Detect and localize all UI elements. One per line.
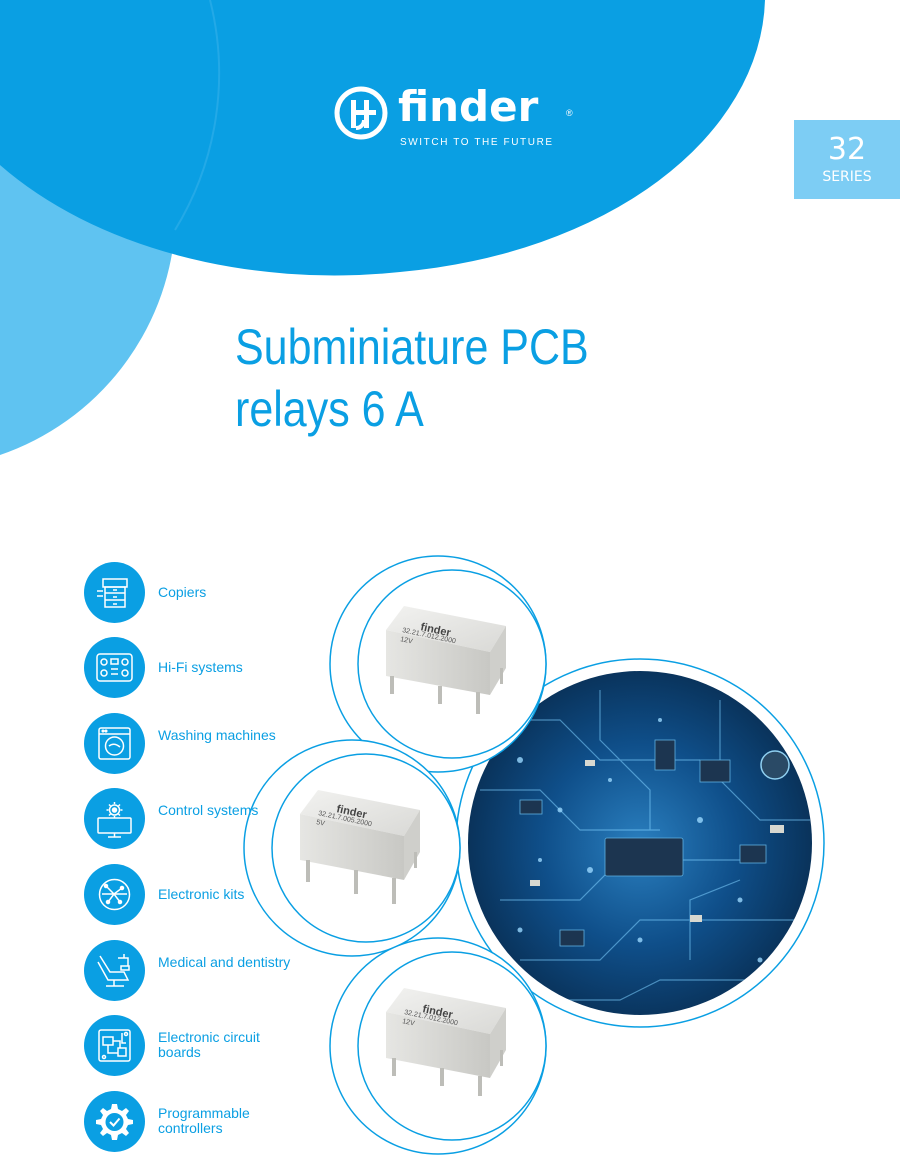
application-circuit-boards: Electronic circuit boards [84, 1015, 344, 1077]
series-label: SERIES [822, 169, 872, 185]
registered-mark: ® [566, 108, 573, 118]
application-label: Electronic kits [158, 886, 245, 902]
relay-top-voltage: 12V [400, 636, 414, 646]
programmable-controller-icon [84, 1091, 145, 1152]
application-copiers: Copiers [84, 562, 344, 624]
relay-bottom: finder 32.21.7.012.2000 12V [386, 988, 506, 1096]
control-system-icon [84, 788, 145, 849]
series-badge: 32 SERIES [794, 120, 900, 199]
relay-bottom-voltage: 12V [402, 1018, 416, 1028]
dental-chair-icon [84, 940, 145, 1001]
application-label: Washing machines [158, 727, 276, 743]
page-title: Subminiature PCB relays 6 A [235, 316, 717, 440]
application-label: Programmable controllers [158, 1105, 250, 1136]
application-hifi: Hi-Fi systems [84, 637, 344, 699]
title-line-2: relays 6 A [235, 381, 424, 437]
application-label: Medical and dentistry [158, 954, 291, 970]
application-electronic-kits: Electronic kits [84, 864, 344, 926]
finder-logo-icon [334, 86, 388, 140]
title-line-1: Subminiature PCB [235, 319, 589, 375]
application-control-systems: Control systems [84, 788, 344, 850]
application-label: Control systems [158, 802, 259, 818]
application-label: Hi-Fi systems [158, 659, 243, 675]
brand-name: finder [398, 82, 539, 131]
application-programmable-controllers: Programmable controllers [84, 1091, 344, 1153]
relay-top: finder 32.21.7.012.2000 12V [386, 606, 506, 714]
relay-middle-voltage: 5V [316, 819, 326, 828]
application-label: Electronic circuit boards [158, 1029, 260, 1060]
copier-icon [84, 562, 145, 623]
hifi-icon [84, 637, 145, 698]
series-number: 32 [827, 132, 867, 167]
relay-middle: finder 32.21.7.005.2000 5V [300, 790, 420, 904]
circuit-board-icon [84, 1015, 145, 1076]
application-washing-machines: Washing machines [84, 713, 344, 775]
washing-machine-icon [84, 713, 145, 774]
application-medical: Medical and dentistry [84, 940, 344, 1002]
application-label: Copiers [158, 584, 207, 600]
brand-tagline: SWITCH TO THE FUTURE [400, 137, 554, 148]
electronic-kit-icon [84, 864, 145, 925]
finder-logo: finder ® SWITCH TO THE FUTURE [334, 82, 584, 156]
